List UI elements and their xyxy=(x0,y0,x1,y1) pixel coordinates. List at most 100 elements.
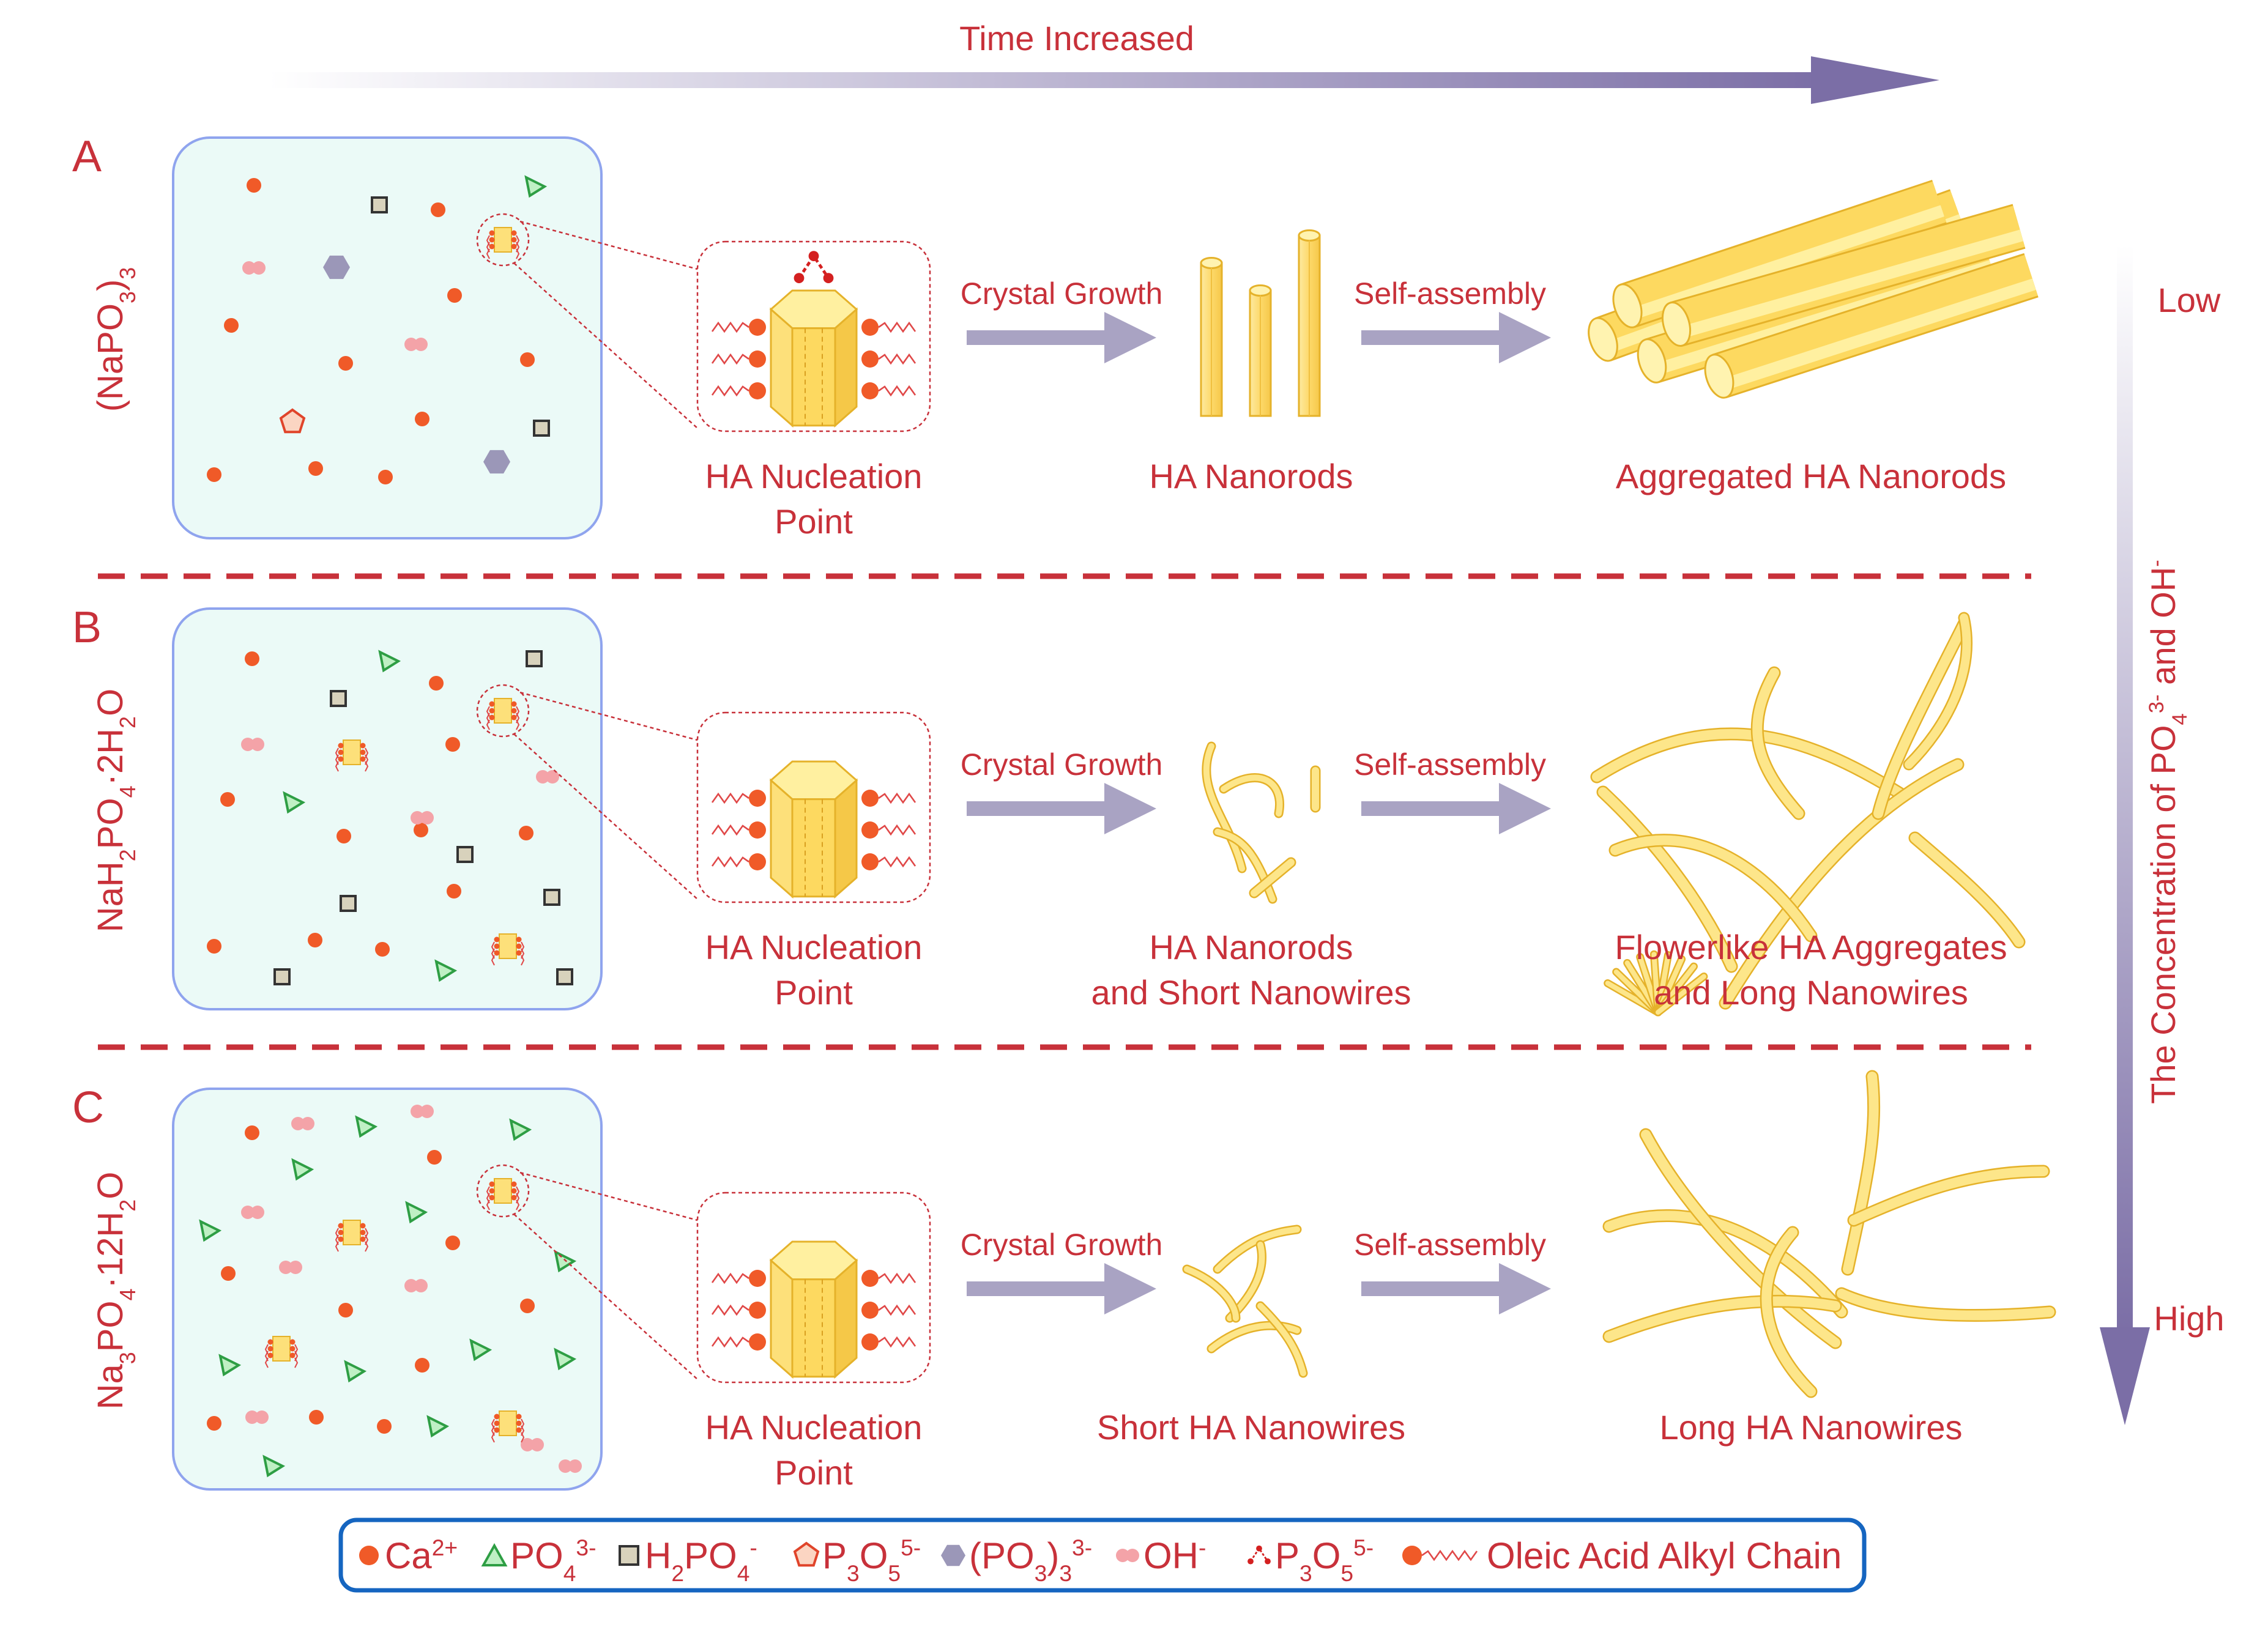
calcium-ion-icon xyxy=(749,350,766,368)
hydroxide-icon xyxy=(252,261,266,275)
concentration-axis-bar xyxy=(2117,245,2133,1333)
hydroxide-icon xyxy=(414,1279,428,1292)
stage2-label-line1: HA Nanorods xyxy=(1149,457,1353,495)
calcium-ion-icon xyxy=(245,1125,259,1140)
aggregated-nanorod-icon xyxy=(1661,204,2026,347)
calcium-ion-icon xyxy=(427,1150,442,1165)
oleic-chain-icon xyxy=(1421,1549,1478,1562)
self-assembly-label: Self-assembly xyxy=(1354,747,1546,782)
calcium-ion-icon xyxy=(861,853,879,870)
time-axis: Time Increased xyxy=(269,19,1939,104)
legend-item: OH- xyxy=(1116,1535,1206,1576)
legend-label: P3O55- xyxy=(822,1535,921,1586)
calcium-ion-icon xyxy=(749,382,766,399)
stage3-label-line1: Long HA Nanowires xyxy=(1660,1408,1963,1447)
oleic-chain-icon xyxy=(711,792,749,804)
reagent-label: NaH2PO4·2H2O xyxy=(91,689,140,932)
stage2-label-line1: Short HA Nanowires xyxy=(1097,1408,1405,1447)
p3o5-atom xyxy=(823,273,834,283)
p3o5-atom xyxy=(1256,1545,1262,1552)
legend-item: PO43- xyxy=(481,1535,596,1586)
phosphate-triangle-icon xyxy=(291,1158,314,1181)
calcium-ion-icon xyxy=(447,884,461,899)
calcium-ion-icon xyxy=(431,202,445,217)
phosphate-triangle-icon xyxy=(378,650,401,673)
ha-nanowire-icon xyxy=(1847,1165,2050,1227)
dihydrogen-phosphate-square-icon xyxy=(273,968,291,985)
oleic-chain-icon xyxy=(878,1336,916,1348)
calcium-ion-icon xyxy=(308,461,323,476)
self-assembly-label: Self-assembly xyxy=(1354,276,1546,311)
hydroxide-icon xyxy=(279,1261,292,1274)
calcium-ion-icon xyxy=(207,1416,221,1431)
mini-nucleation-point-icon xyxy=(486,698,520,730)
p3o5-atom xyxy=(794,273,805,283)
p3o5-cluster-icon xyxy=(798,253,830,279)
ha-nanowire-icon xyxy=(1602,1294,1842,1343)
legend-item: (PO3)33- xyxy=(941,1535,1092,1586)
calcium-ion-icon xyxy=(245,651,259,666)
phosphate-triangle-icon xyxy=(355,1115,378,1138)
calcium-ion-icon xyxy=(377,1419,392,1434)
hydroxide-icon xyxy=(1116,1549,1129,1562)
oleic-chain-icon xyxy=(878,856,916,868)
row-letter: A xyxy=(72,132,102,181)
p3o5-pentagon-icon xyxy=(793,1541,820,1567)
hydroxide-icon xyxy=(530,1438,544,1451)
hydroxide-icon xyxy=(251,738,264,751)
ha-nanowire-icon xyxy=(1219,773,1284,818)
calcium-ion-icon xyxy=(520,352,535,367)
phosphate-triangle-icon xyxy=(554,1347,577,1371)
hydroxide-icon xyxy=(255,1410,269,1424)
mini-nucleation-point-icon xyxy=(335,1220,369,1252)
calcium-ion-icon xyxy=(429,676,444,691)
legend-item: P3O55- xyxy=(1247,1535,1374,1586)
hydroxide-icon xyxy=(411,1105,424,1118)
stage3-label-line1: Flowerlike HA Aggregates xyxy=(1615,928,2007,966)
calcium-ion-icon xyxy=(861,1270,879,1287)
zoom-circle xyxy=(476,684,530,738)
ha-nanowire-icon xyxy=(1835,1287,2056,1322)
oleic-chain-icon xyxy=(878,824,916,836)
ha-nanowire-icon xyxy=(1841,1070,1881,1276)
time-axis-label: Time Increased xyxy=(959,19,1194,57)
legend-item: P3O55- xyxy=(793,1535,921,1586)
ha-nanowire-icon xyxy=(1608,834,1818,943)
p3o5-atom xyxy=(1247,1558,1254,1565)
p3o5-cluster-icon xyxy=(1249,1547,1269,1562)
ha-nanorod-icon xyxy=(1249,284,1272,417)
stage3-label-line1: Aggregated HA Nanorods xyxy=(1616,457,2006,495)
stage3-label-line2: and Long Nanowires xyxy=(1654,973,1968,1012)
dihydrogen-phosphate-square-icon xyxy=(556,968,573,985)
oleic-chain-icon xyxy=(711,1336,749,1348)
calcium-ion-icon xyxy=(749,821,766,839)
stage2-label-line2: and Short Nanowires xyxy=(1091,973,1411,1012)
process-arrow-icon xyxy=(967,1263,1156,1314)
oleic-chain-icon xyxy=(711,353,749,365)
hydroxide-icon xyxy=(241,738,255,751)
ha-nanowire-icon xyxy=(1213,1225,1302,1274)
calcium-ion-icon xyxy=(415,412,429,426)
phosphate-triangle-icon xyxy=(199,1219,222,1242)
metaphosphate-hexagon-icon xyxy=(941,1544,965,1566)
ha-nanowire-icon xyxy=(1639,1128,1842,1349)
row-letter: C xyxy=(72,1083,104,1132)
ha-nanowire-icon xyxy=(1908,831,2026,949)
aggregated-nanorod-icon xyxy=(1612,179,1947,328)
phosphate-triangle-icon xyxy=(405,1201,428,1224)
ha-nanowire-icon xyxy=(1872,617,1971,820)
stage2-label-line1: HA Nanorods xyxy=(1149,928,1353,966)
mini-nucleation-point-icon xyxy=(486,227,520,259)
crystal-growth-label: Crystal Growth xyxy=(961,276,1163,311)
calcium-ion-icon xyxy=(445,1236,460,1250)
zoom-line xyxy=(513,733,698,900)
mini-nucleation-point-icon xyxy=(491,933,525,966)
calcium-ion-icon xyxy=(336,829,351,843)
phosphate-triangle-icon xyxy=(344,1360,367,1383)
ha-nanowire-icon xyxy=(1654,973,1708,1017)
self-assembly-label: Self-assembly xyxy=(1354,1228,1546,1262)
calcium-ion-icon xyxy=(207,467,221,482)
